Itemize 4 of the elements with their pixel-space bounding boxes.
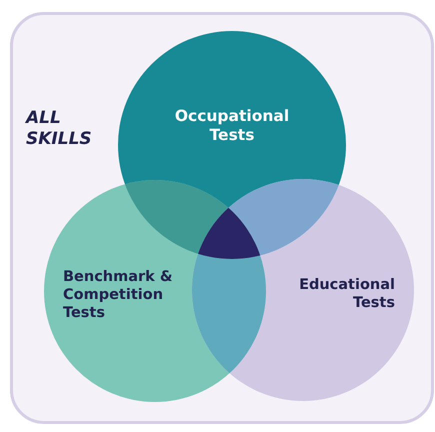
- circle-label: Benchmark & Competition Tests: [63, 268, 174, 322]
- circle-label: Occupational Tests: [174, 107, 290, 146]
- category-label: ALL SKILLS: [26, 108, 93, 150]
- circle-label: Educational Tests: [298, 276, 395, 312]
